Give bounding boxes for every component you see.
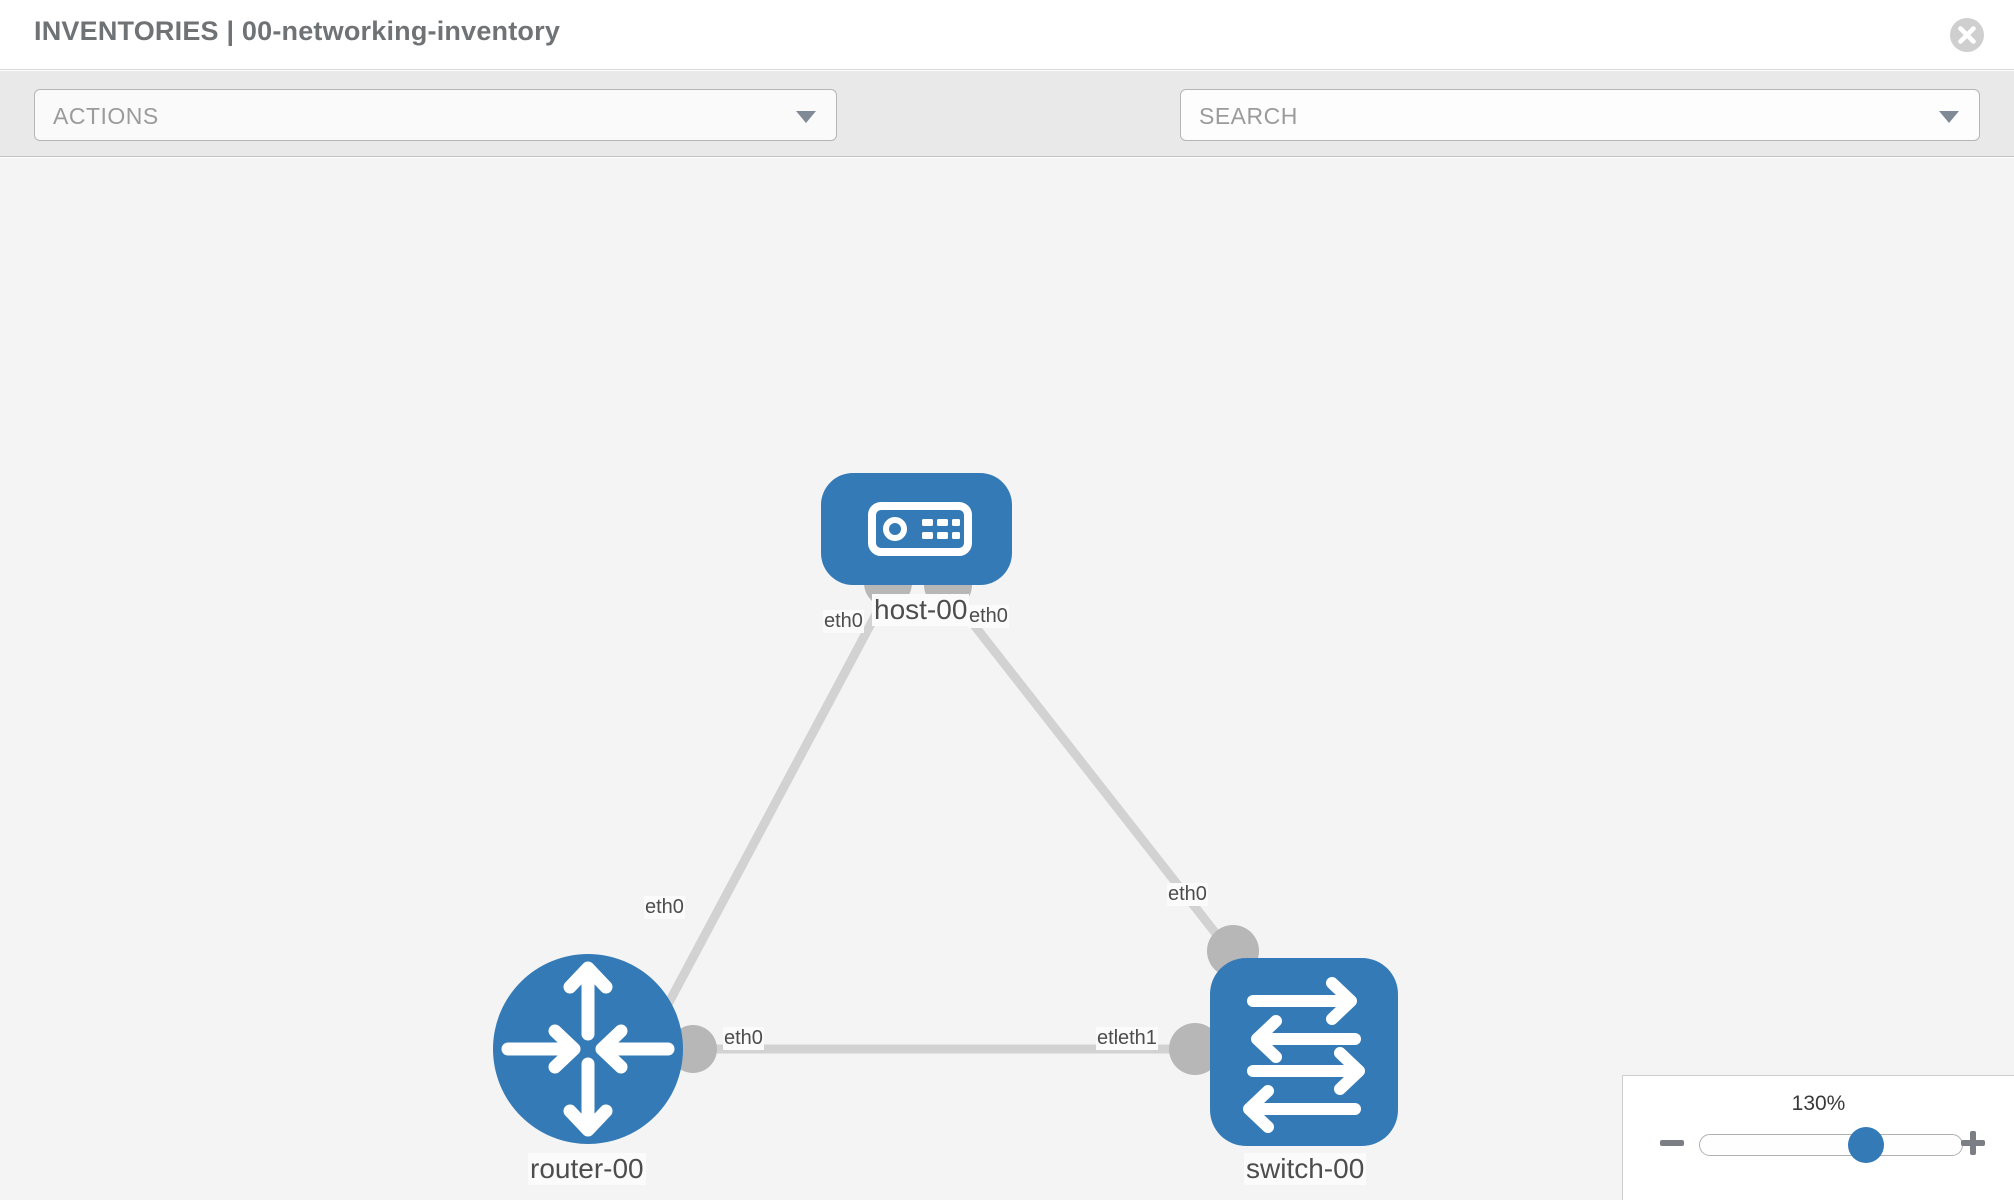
search-placeholder: SEARCH [1199, 103, 1298, 129]
iface-label-router-up: eth0 [644, 896, 685, 919]
zoom-control-panel: 130% [1622, 1075, 2014, 1200]
minus-icon[interactable] [1657, 1128, 1687, 1158]
close-icon[interactable] [1948, 16, 1986, 54]
page-header: INVENTORIES | 00-networking-inventory [0, 0, 2014, 70]
zoom-slider[interactable] [1699, 1127, 1963, 1163]
toolbar: ACTIONS SEARCH [0, 71, 2014, 199]
node-host-00[interactable] [821, 473, 1012, 585]
iface-label-router-right: eth0 [723, 1027, 764, 1050]
search-input[interactable]: SEARCH [1180, 89, 1980, 141]
zoom-slider-thumb[interactable] [1848, 1127, 1884, 1163]
switch-arrows-icon [1243, 977, 1365, 1133]
node-label-host-00: host-00 [872, 594, 970, 626]
node-switch-00[interactable] [1210, 958, 1398, 1146]
actions-dropdown-label: ACTIONS [53, 103, 159, 129]
topology-canvas[interactable]: eth0 eth0 eth0 eth0 eth0 eth0 eth1 host-… [0, 158, 2014, 1200]
plus-icon[interactable] [1958, 1128, 1988, 1158]
chevron-down-icon [796, 111, 816, 123]
page-title: INVENTORIES | 00-networking-inventory [34, 16, 561, 46]
server-icon [868, 502, 972, 556]
link-router-host [646, 585, 894, 1041]
link-layer [646, 585, 1239, 1054]
iface-label-switch-up: eth0 [1167, 883, 1208, 906]
chevron-down-icon[interactable] [1939, 111, 1959, 123]
node-label-switch-00: switch-00 [1244, 1153, 1367, 1185]
iface-label-host-right: eth0 [968, 605, 1009, 628]
port-layer [669, 559, 1259, 1075]
topology-graph [493, 473, 1398, 1146]
actions-dropdown[interactable]: ACTIONS [34, 89, 837, 141]
iface-label-host-left: eth0 [823, 610, 864, 633]
router-arrows-icon [501, 961, 675, 1137]
node-router-00[interactable] [493, 954, 683, 1144]
iface-label-switch-eth1: eth1 [1117, 1027, 1158, 1050]
node-label-router-00: router-00 [528, 1153, 646, 1185]
zoom-level-label: 130% [1791, 1092, 1846, 1115]
port-switch-left [1169, 1023, 1221, 1075]
